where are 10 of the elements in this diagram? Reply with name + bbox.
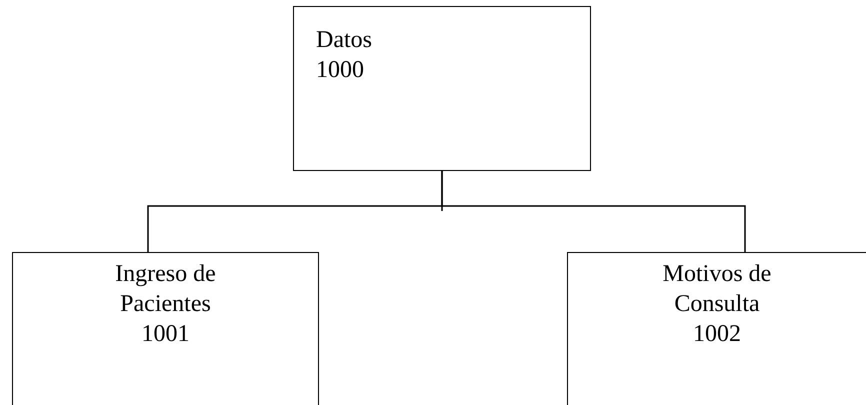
node-number: 1002 bbox=[692, 320, 742, 349]
process-box bbox=[567, 252, 866, 405]
process-box bbox=[293, 6, 591, 171]
connector-line bbox=[441, 171, 746, 252]
node-title: Datos bbox=[316, 26, 372, 55]
node-title: Ingreso de Pacientes bbox=[114, 260, 217, 319]
process-box bbox=[12, 252, 319, 405]
node-title: Motivos de Consulta bbox=[662, 260, 772, 319]
node-number: 1000 bbox=[316, 56, 364, 85]
node-number: 1001 bbox=[140, 320, 190, 349]
